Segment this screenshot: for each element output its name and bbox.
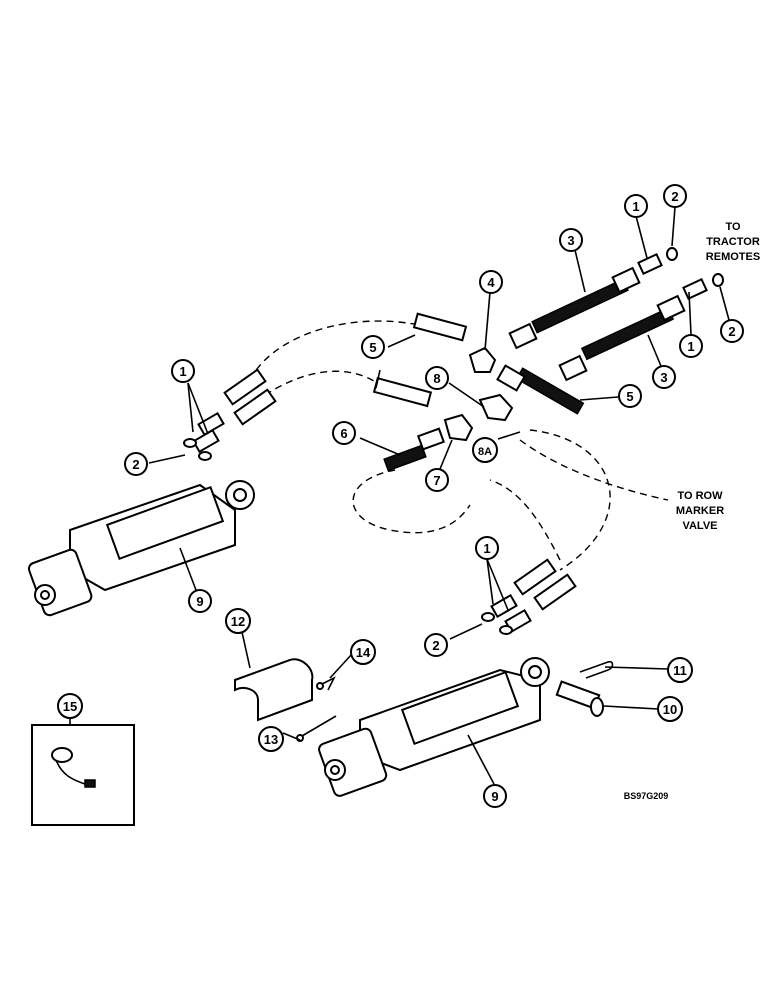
svg-text:13: 13 (264, 732, 278, 747)
callout-2b: 2 (720, 319, 744, 343)
svg-text:2: 2 (671, 189, 678, 204)
inset-box (31, 724, 135, 826)
hydraulic-cylinder-left (27, 480, 255, 617)
svg-text:3: 3 (660, 370, 667, 385)
dashed-hose-route-middle (264, 370, 381, 396)
callout-9a: 9 (188, 589, 212, 613)
svg-text:1: 1 (483, 541, 490, 556)
svg-text:1: 1 (632, 199, 639, 214)
clevis-pin-and-clip (555, 660, 614, 717)
shield-and-pins (234, 658, 337, 742)
svg-text:REMOTES: REMOTES (706, 251, 760, 263)
svg-text:5: 5 (369, 340, 376, 355)
upper-left-hose-ends (183, 368, 277, 461)
leader-lines (69, 206, 730, 785)
svg-text:TO ROW: TO ROW (677, 490, 723, 502)
svg-text:15: 15 (63, 699, 77, 714)
cable-tie-icon (51, 747, 96, 788)
svg-text:5: 5 (626, 389, 633, 404)
svg-text:14: 14 (356, 645, 371, 660)
callout-bubbles: 1 2 3 4 1 2 3 5 5 8 1 2 6 8A 7 9 1 2 12 … (57, 184, 744, 808)
svg-text:VALVE: VALVE (682, 520, 717, 532)
svg-text:2: 2 (432, 638, 439, 653)
svg-text:12: 12 (231, 614, 245, 629)
callout-8a: 8A (472, 437, 498, 463)
svg-text:1: 1 (687, 339, 694, 354)
callout-8: 8 (425, 366, 449, 390)
lower-right-hose-ends (481, 558, 577, 635)
callout-15: 15 (57, 693, 83, 719)
callout-1a: 1 (624, 194, 648, 218)
svg-text:3: 3 (567, 233, 574, 248)
callout-6: 6 (332, 421, 356, 445)
svg-text:7: 7 (433, 473, 440, 488)
callout-13: 13 (258, 726, 284, 752)
callout-7: 7 (425, 468, 449, 492)
callout-9b: 9 (483, 784, 507, 808)
dashed-hose-route-right (529, 429, 611, 571)
note-tractor-remotes: TO TRACTOR REMOTES (706, 221, 760, 263)
svg-text:8A: 8A (478, 446, 492, 458)
callout-11: 11 (667, 657, 693, 683)
svg-text:6: 6 (340, 426, 347, 441)
figure-code: BS97G209 (624, 791, 669, 801)
callout-1d: 1 (475, 536, 499, 560)
callout-5a: 5 (361, 335, 385, 359)
dashed-hose-route-upper (249, 320, 421, 381)
callout-12: 12 (225, 608, 251, 634)
svg-text:TO: TO (725, 221, 741, 233)
svg-text:2: 2 (132, 457, 139, 472)
callout-5b: 5 (618, 384, 642, 408)
callout-2d: 2 (424, 633, 448, 657)
callout-14: 14 (350, 639, 376, 665)
callout-2c: 2 (124, 452, 148, 476)
callout-2a: 2 (663, 184, 687, 208)
callout-4: 4 (479, 270, 503, 294)
svg-text:MARKER: MARKER (676, 505, 724, 517)
svg-text:2: 2 (728, 324, 735, 339)
svg-text:11: 11 (673, 663, 687, 678)
upper-right-hoses (508, 247, 724, 382)
tee-fittings (443, 346, 514, 442)
callout-10: 10 (657, 696, 683, 722)
callout-3b: 3 (652, 365, 676, 389)
svg-text:TRACTOR: TRACTOR (706, 236, 760, 248)
svg-text:8: 8 (433, 371, 440, 386)
hydraulic-cylinder-right (318, 657, 550, 797)
svg-text:4: 4 (487, 275, 495, 290)
callout-3a: 3 (559, 228, 583, 252)
dashed-hose-route-lower (489, 479, 561, 561)
dashed-hose-route-row-marker (519, 439, 669, 501)
svg-text:9: 9 (491, 789, 498, 804)
note-row-marker-valve: TO ROW MARKER VALVE (676, 490, 724, 532)
svg-text:1: 1 (179, 364, 186, 379)
dashed-hose-route-loop (352, 469, 471, 534)
svg-text:9: 9 (196, 594, 203, 609)
callout-1b: 1 (679, 334, 703, 358)
svg-text:10: 10 (663, 702, 677, 717)
callout-1c: 1 (171, 359, 195, 383)
